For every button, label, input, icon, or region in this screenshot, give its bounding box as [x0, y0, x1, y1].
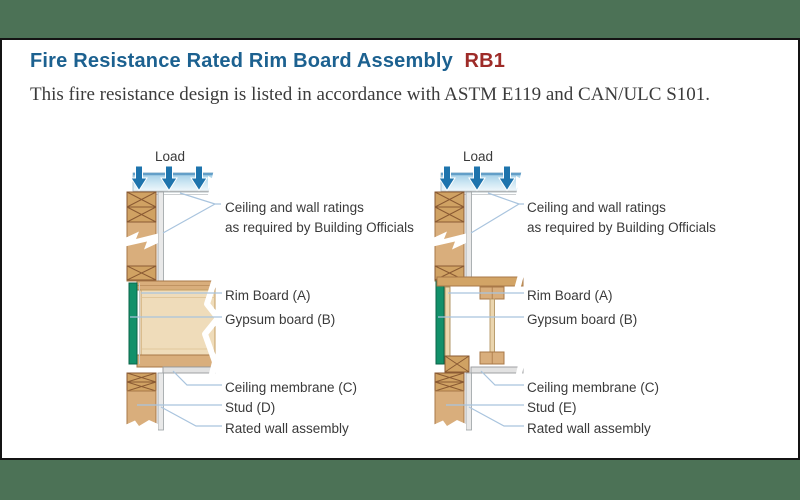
thin-rim-board	[444, 286, 451, 365]
ceiling-membrane-strip	[162, 366, 216, 374]
ratings-line2: as required by Building Officials	[225, 220, 414, 235]
left-assembly-diagram	[124, 163, 228, 433]
assembly-code: RB1	[464, 50, 506, 72]
ratings-line2: as required by Building Officials	[527, 220, 716, 235]
lower-wall-stud	[432, 372, 472, 433]
left-callout-gypsum-board: Gypsum board (B)	[225, 312, 336, 327]
right-callout-rim-board: Rim Board (A)	[527, 288, 613, 303]
floor-sheathing	[436, 276, 524, 287]
right-callout-ceiling-wall-ratings: Ceiling and wall ratings as required by …	[527, 198, 716, 238]
right-load-label: Load	[462, 149, 494, 164]
right-callout-stud: Stud (E)	[527, 400, 577, 415]
ratings-line1: Ceiling and wall ratings	[225, 200, 364, 215]
floor-band-ijoist	[435, 274, 528, 379]
page-title-text: Fire Resistance Rated Rim Board Assembly	[30, 50, 453, 72]
page-title: Fire Resistance Rated Rim Board Assembly…	[30, 50, 505, 73]
right-callout-ceiling-membrane: Ceiling membrane (C)	[527, 380, 660, 395]
ijoist-web	[489, 298, 495, 353]
ratings-line1: Ceiling and wall ratings	[527, 200, 666, 215]
left-callout-stud: Stud (D)	[225, 400, 276, 415]
rim-board-block	[140, 289, 216, 356]
floor-band-solid-rim	[128, 278, 221, 379]
right-callout-rated-wall: Rated wall assembly	[527, 421, 651, 436]
right-callout-gypsum-board: Gypsum board (B)	[527, 312, 638, 327]
left-load-label: Load	[154, 149, 186, 164]
left-leader-lines	[130, 192, 222, 427]
floor-bottom-plate	[136, 354, 216, 368]
lower-wall-stud	[124, 372, 164, 433]
left-callout-rim-board: Rim Board (A)	[225, 288, 311, 303]
left-callout-ceiling-wall-ratings: Ceiling and wall ratings as required by …	[225, 198, 414, 238]
left-callout-ceiling-membrane: Ceiling membrane (C)	[225, 380, 358, 395]
break-mark	[509, 274, 528, 379]
upper-wall-stud	[124, 191, 164, 282]
left-callout-rated-wall: Rated wall assembly	[225, 421, 349, 436]
gypsum-board-strip	[128, 282, 138, 365]
page-subtitle: This fire resistance design is listed in…	[30, 84, 711, 105]
right-leader-lines	[438, 192, 524, 427]
right-assembly-diagram	[432, 163, 536, 433]
break-mark	[202, 278, 221, 379]
ceiling-membrane-strip	[470, 366, 524, 374]
gypsum-board-strip	[435, 280, 445, 365]
upper-wall-stud	[432, 191, 472, 282]
